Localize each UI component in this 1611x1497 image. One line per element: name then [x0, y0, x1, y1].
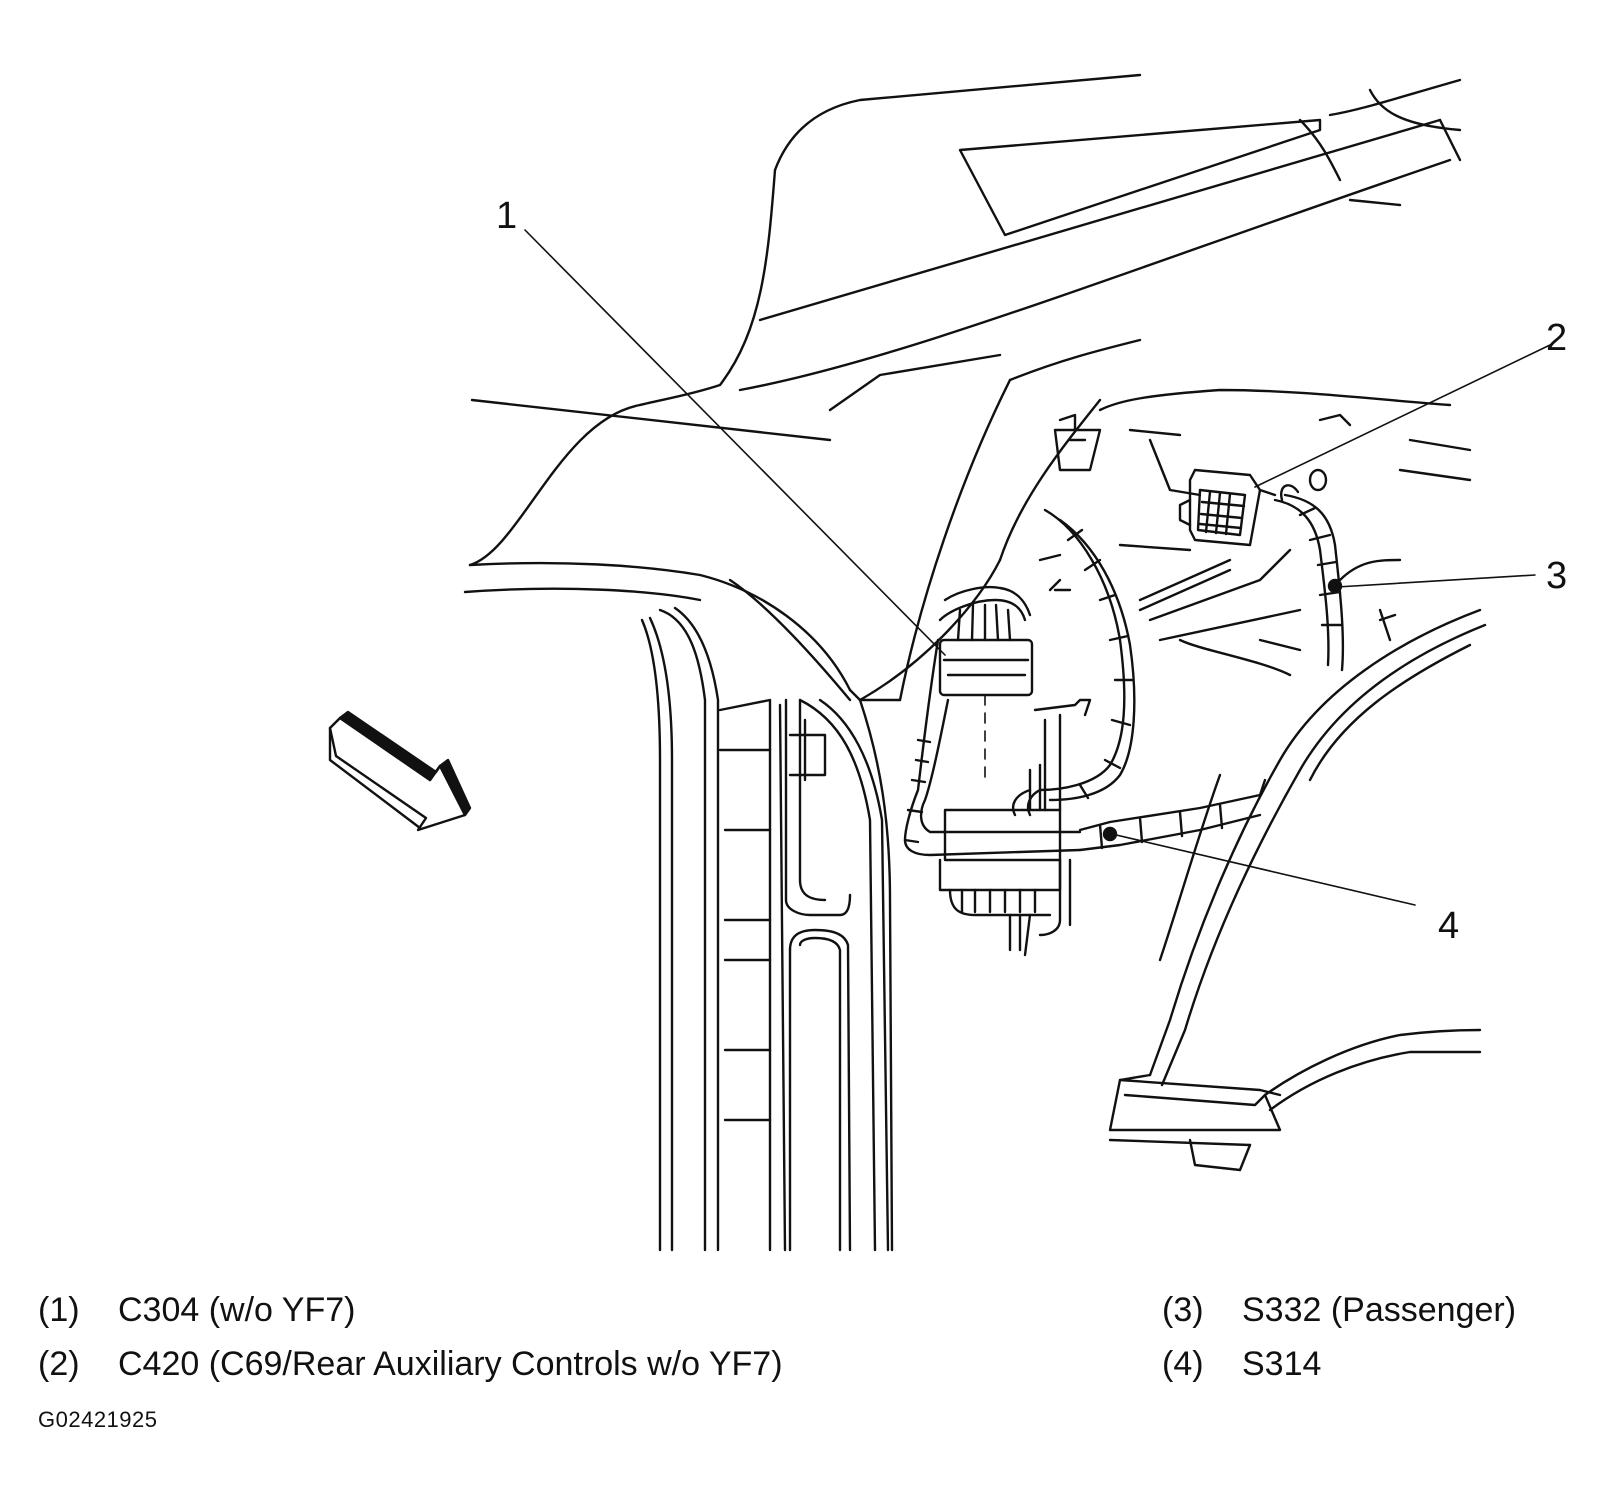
door-pillar [640, 606, 894, 1252]
legend-item-1: (1) C304 (w/o YF7) [38, 1290, 355, 1330]
callout-2: 2 [1546, 317, 1567, 359]
legend-item-3: (3) S332 (Passenger) [1162, 1290, 1516, 1330]
c420-connector [1178, 468, 1277, 547]
callout-3: 3 [1546, 555, 1567, 597]
legend-num-2: (2) [38, 1345, 80, 1383]
harness-bundle [903, 638, 1267, 857]
wheel-well [1108, 608, 1487, 1172]
wiring-harness-illustration: 1 2 3 4 [328, 73, 1567, 1252]
cargo-area [1038, 388, 1472, 677]
upper-harness [1011, 508, 1136, 817]
callout-4: 4 [1438, 905, 1459, 947]
s332-harness [1273, 484, 1345, 672]
legend-num-1: (1) [38, 1291, 80, 1329]
lower-connector-block [938, 698, 1092, 957]
quarter-panel [463, 338, 1142, 702]
legend-text-4: S314 [1242, 1345, 1322, 1383]
legend-num-4: (4) [1162, 1345, 1204, 1383]
legend-text-3: S332 (Passenger) [1242, 1291, 1517, 1329]
roof-panel [638, 73, 1462, 412]
legend-text-2: C420 (C69/Rear Auxiliary Controls w/o YF… [118, 1345, 783, 1383]
figure-id: G02421925 [38, 1407, 158, 1432]
legend-item-4: (4) S314 [1162, 1344, 1321, 1384]
legend-text-1: C304 (w/o YF7) [118, 1291, 356, 1329]
view-direction-arrow-icon [328, 710, 472, 832]
legend-num-3: (3) [1162, 1291, 1204, 1329]
legend-item-2: (2) C420 (C69/Rear Auxiliary Controls w/o… [38, 1344, 783, 1384]
callout-1: 1 [496, 195, 517, 237]
c304-connector [938, 586, 1034, 781]
callout-leaders [524, 229, 1551, 906]
